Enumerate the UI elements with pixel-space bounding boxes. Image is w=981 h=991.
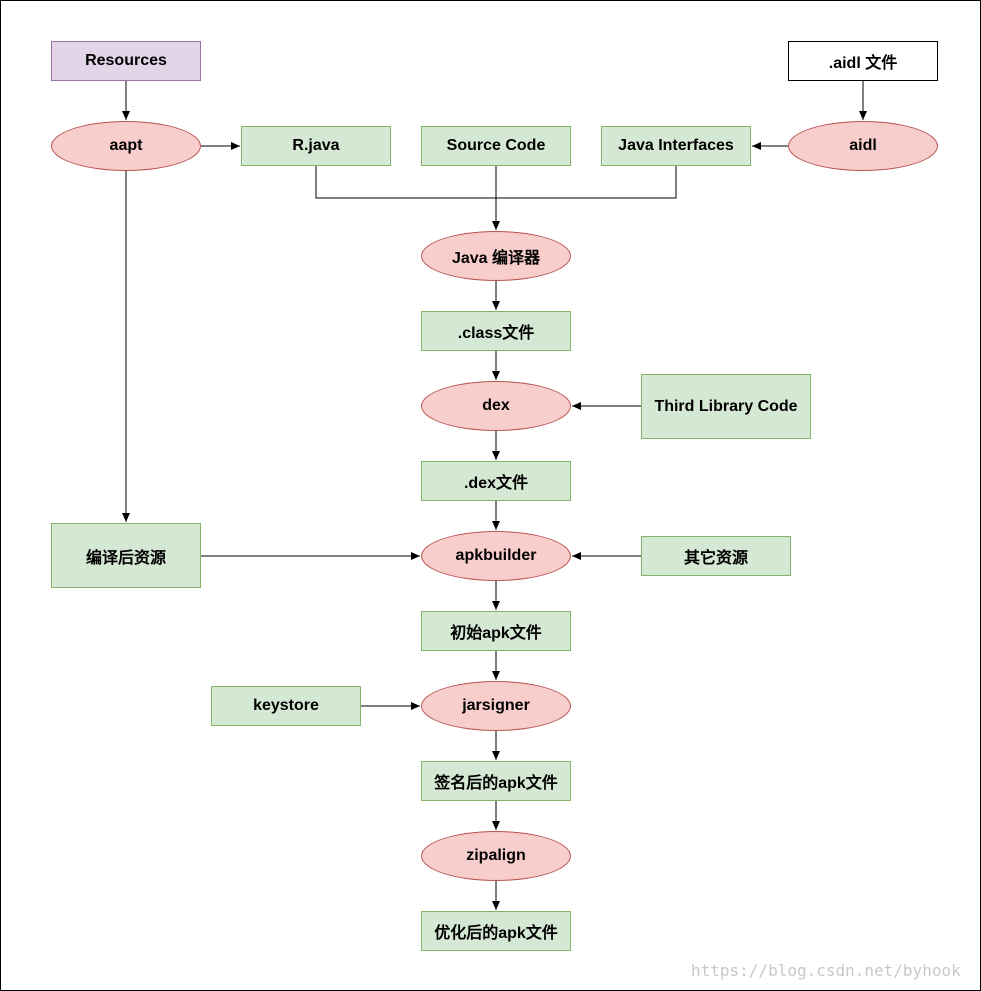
source-code-box: Source Code (421, 126, 571, 166)
aidl-label: aidl (849, 137, 877, 154)
class-file-label: .class文件 (457, 325, 535, 342)
jarsigner-ellipse: jarsigner (421, 681, 571, 731)
other-resources-box: 其它资源 (641, 536, 791, 576)
aapt-ellipse: aapt (51, 121, 201, 171)
third-library-label: Third Library Code (654, 397, 798, 415)
keystore-label: keystore (253, 697, 319, 714)
java-compiler-ellipse: Java 编译器 (421, 231, 571, 281)
aapt-label: aapt (109, 137, 143, 154)
keystore-box: keystore (211, 686, 361, 726)
optimized-apk-box: 优化后的apk文件 (421, 911, 571, 951)
edge-rjava-merge (315, 166, 496, 199)
initial-apk-box: 初始apk文件 (421, 611, 571, 651)
compiled-resources-box: 编译后资源 (51, 523, 201, 588)
dex-ellipse: dex (421, 381, 571, 431)
class-file-box: .class文件 (421, 311, 571, 351)
aidl-file-box: .aidl 文件 (788, 41, 938, 81)
java-compiler-label: Java 编译器 (451, 250, 541, 267)
r-java-box: R.java (241, 126, 391, 166)
initial-apk-label: 初始apk文件 (450, 625, 542, 642)
optimized-apk-label: 优化后的apk文件 (434, 925, 558, 942)
apkbuilder-ellipse: apkbuilder (421, 531, 571, 581)
zipalign-label: zipalign (466, 847, 526, 864)
resources-box: Resources (51, 41, 201, 81)
watermark-text: https://blog.csdn.net/byhook (691, 961, 961, 980)
other-resources-label: 其它资源 (683, 550, 748, 567)
source-code-label: Source Code (446, 137, 546, 154)
aidl-ellipse: aidl (788, 121, 938, 171)
dex-file-label: .dex文件 (463, 475, 529, 492)
java-interfaces-box: Java Interfaces (601, 126, 751, 166)
third-library-box: Third Library Code (641, 374, 811, 439)
jarsigner-label: jarsigner (462, 697, 530, 714)
java-interfaces-label: Java Interfaces (618, 137, 734, 154)
signed-apk-box: 签名后的apk文件 (421, 761, 571, 801)
dex-file-box: .dex文件 (421, 461, 571, 501)
aidl-file-label: .aidl 文件 (828, 55, 898, 72)
compiled-resources-label: 编译后资源 (85, 549, 166, 567)
dex-label: dex (482, 397, 510, 414)
r-java-label: R.java (292, 137, 340, 154)
signed-apk-label: 签名后的apk文件 (434, 775, 558, 792)
apkbuilder-label: apkbuilder (455, 547, 537, 564)
edge-javainterfaces-merge (496, 166, 677, 199)
resources-label: Resources (85, 52, 167, 69)
zipalign-ellipse: zipalign (421, 831, 571, 881)
